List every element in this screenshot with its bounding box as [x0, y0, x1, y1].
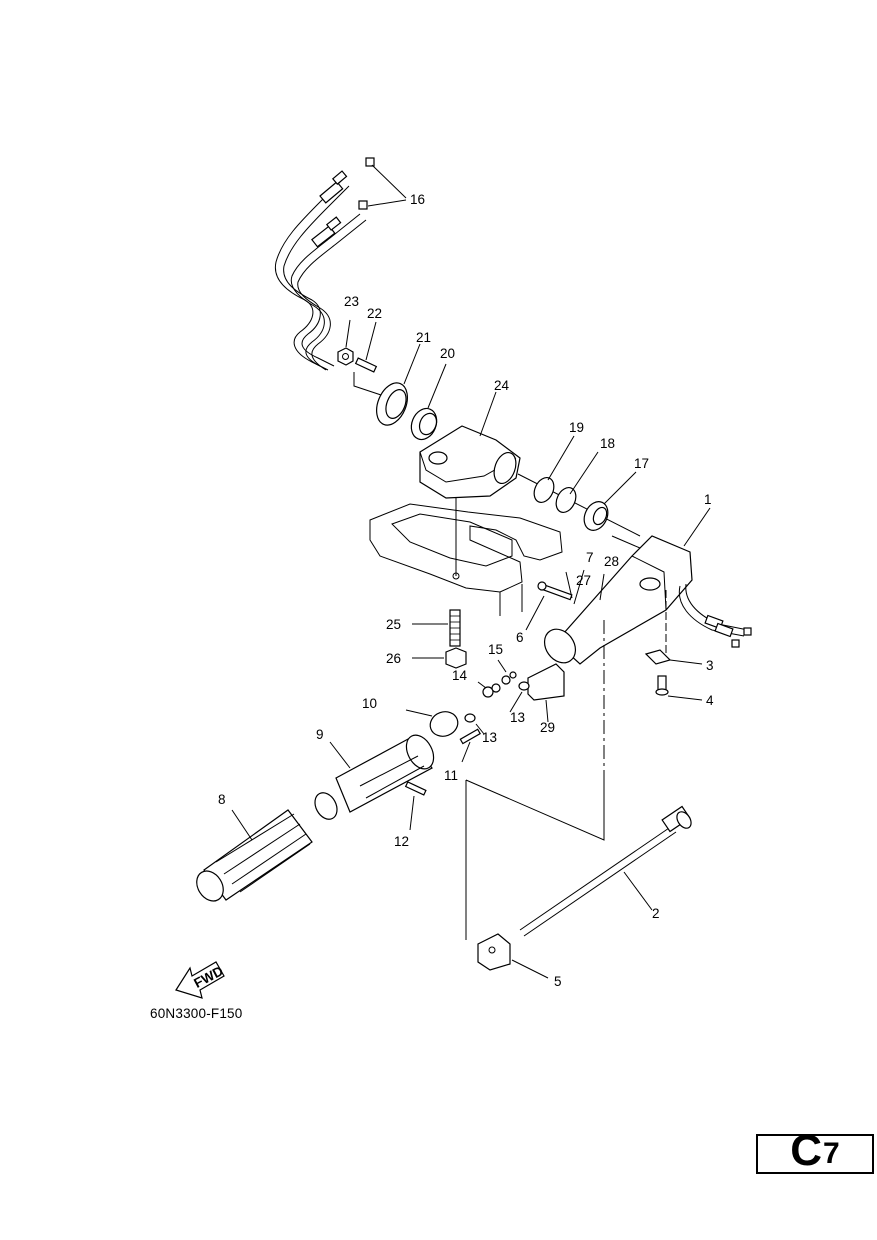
- pins-and-fasteners: [459, 569, 605, 763]
- clip-and-bolt: [644, 649, 703, 701]
- callout-25: 25: [386, 617, 401, 632]
- callout-10: 10: [362, 696, 377, 711]
- callout-11: 11: [444, 768, 458, 783]
- callout-27: 27: [576, 573, 591, 588]
- page-badge-letter: C: [790, 1126, 823, 1175]
- callout-16: 16: [410, 192, 425, 207]
- page-badge-number: 7: [823, 1137, 840, 1170]
- nut-and-bolt: [337, 319, 403, 403]
- callout-6: 6: [516, 630, 524, 645]
- handle-bracket-housing: [419, 391, 521, 499]
- callout-1: 1: [704, 492, 712, 507]
- callout-29: 29: [540, 720, 555, 735]
- cable-assembly-upper: [274, 157, 407, 371]
- cable-assembly-rear: [678, 583, 752, 648]
- callout-12: 12: [394, 834, 409, 849]
- callout-13-b: 13: [482, 730, 497, 745]
- callout-21: 21: [416, 330, 431, 345]
- callout-4: 4: [706, 693, 714, 708]
- callout-23: 23: [344, 294, 359, 309]
- callout-9: 9: [316, 727, 324, 742]
- grommet-and-collar: [376, 343, 447, 441]
- callout-7: 7: [586, 550, 594, 565]
- shift-rod-and-connector: [465, 776, 692, 979]
- callout-labels: 16 23 22 21 20 24 19 18 17 1 7 28 27 6 2…: [218, 192, 714, 989]
- callout-2: 2: [652, 906, 660, 921]
- callout-5: 5: [554, 974, 562, 989]
- throttle-grip-assembly: [196, 709, 459, 902]
- fwd-direction-arrow: FWD: [175, 961, 226, 999]
- callout-26: 26: [386, 651, 401, 666]
- stud-and-nut: [412, 609, 467, 669]
- callout-8: 8: [218, 792, 226, 807]
- steering-handle-arm: [543, 507, 711, 840]
- callout-28: 28: [604, 554, 619, 569]
- callout-18: 18: [600, 436, 615, 451]
- pivot-washers: [517, 435, 641, 537]
- callout-24: 24: [494, 378, 510, 393]
- callout-19: 19: [569, 420, 584, 435]
- drawing-code: 60N3300-F150: [150, 1006, 243, 1021]
- callout-13-a: 13: [510, 710, 525, 725]
- callout-22: 22: [367, 306, 382, 321]
- swivel-bracket-plate: [369, 498, 563, 616]
- callout-14: 14: [452, 668, 468, 683]
- callout-17: 17: [634, 456, 649, 471]
- page-badge: C 7: [756, 1126, 874, 1175]
- callout-15: 15: [488, 642, 503, 657]
- callout-20: 20: [440, 346, 455, 361]
- callout-3: 3: [706, 658, 714, 673]
